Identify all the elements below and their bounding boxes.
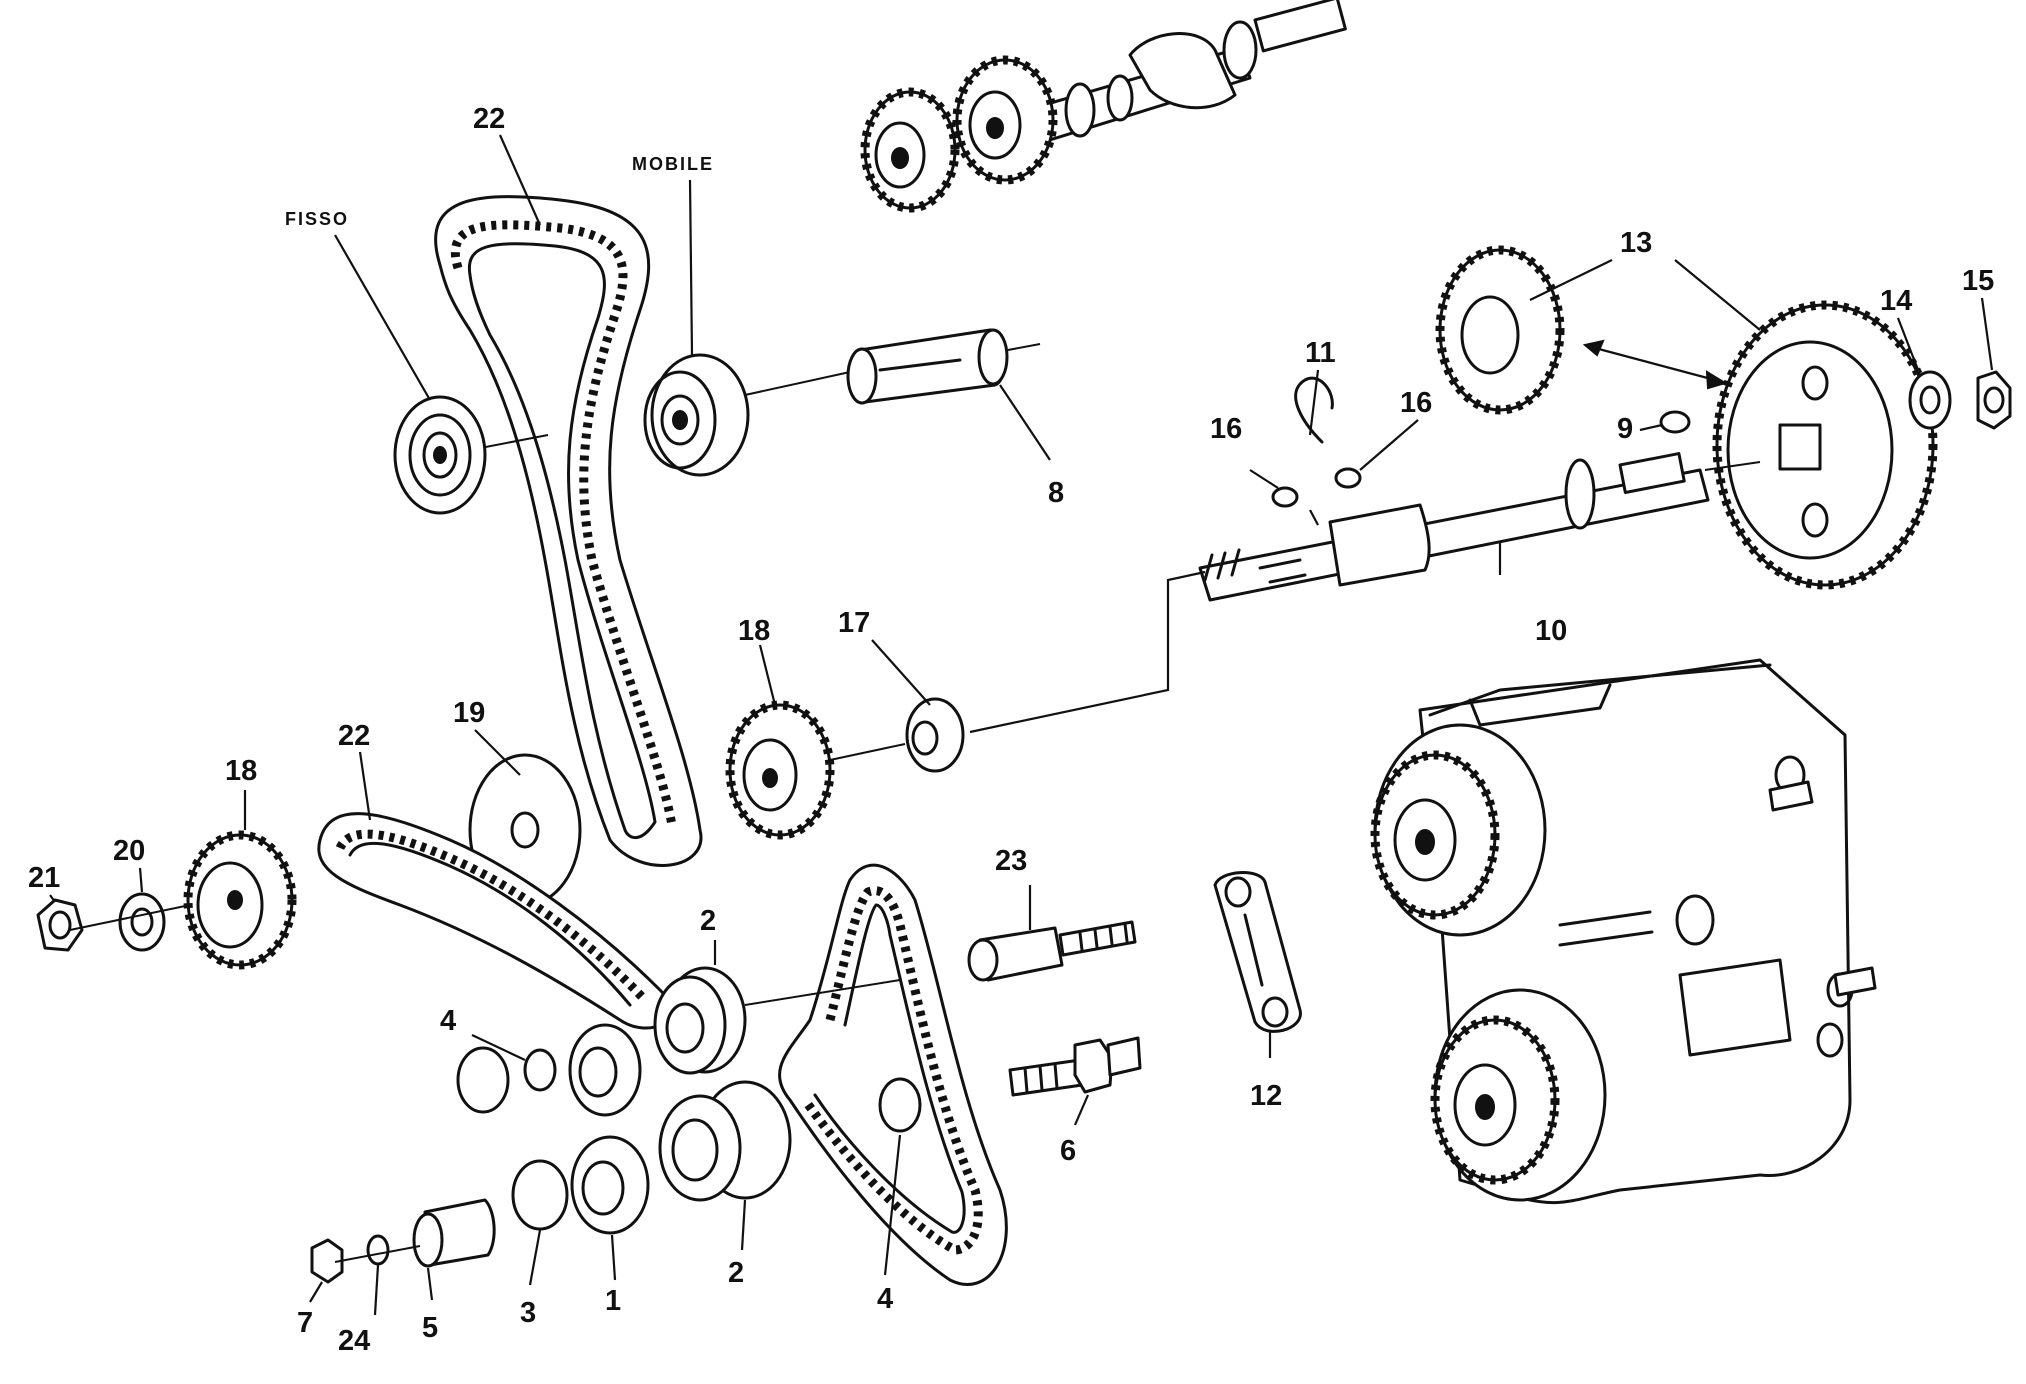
nut-part-7 [310,1238,344,1284]
label-18-left: 18 [225,755,257,787]
label-22-upper: 22 [473,103,505,135]
alignment-line-lower [334,1245,421,1263]
part-labels: FISSO MOBILE 22 8 13 14 15 11 16 16 9 10… [28,103,1994,1357]
label-2-lower: 2 [728,1257,744,1289]
label-23: 23 [995,845,1027,877]
label-16-left: 16 [1210,413,1242,445]
upper-timing-belt [434,195,703,867]
crank-pulley-part-18 [183,830,297,970]
stud-part-23 [967,920,1137,982]
keys-parts-9-16 [1271,410,1691,508]
label-5: 5 [422,1312,438,1344]
label-14: 14 [1880,285,1912,317]
label-19: 19 [453,697,485,729]
washer-part-20 [118,892,166,952]
label-21: 21 [28,862,60,894]
spacer-part-17 [905,697,965,773]
circlips-part-3 [456,1046,569,1231]
label-20: 20 [113,835,145,867]
nut-part-21 [36,898,84,952]
label-9: 9 [1617,413,1633,445]
label-fisso: FISSO [285,209,349,229]
shaft-gear-part-13 [1435,245,1938,590]
label-10: 10 [1535,615,1567,647]
upper-tensioner-part-2 [653,966,901,1075]
movable-idler-pulley [643,353,851,477]
circlip-part-11 [1294,376,1334,444]
lower-tensioner-part-2 [658,1080,792,1202]
label-7: 7 [297,1307,313,1339]
label-4-left: 4 [440,1005,456,1037]
label-18-mid: 18 [738,615,770,647]
fixed-idler-pulley [393,395,549,515]
label-mobile: MOBILE [632,154,714,174]
alignment-line-pulley [829,743,906,761]
intermediate-shaft [1198,452,1761,602]
label-4-right: 4 [877,1283,893,1315]
label-15: 15 [1962,265,1994,297]
shaft-pulley-part-18 [725,700,835,840]
engine-pulley-lower [1430,988,1607,1202]
label-24: 24 [338,1325,370,1357]
label-17: 17 [838,607,870,639]
shaft-part-5 [412,1198,496,1268]
label-11: 11 [1305,337,1336,369]
label-16-right: 16 [1400,387,1432,419]
camshaft-pulley-right [952,55,1058,185]
alignment-line-crank [69,904,191,931]
eccentric-sleeve-part-8 [846,328,1041,405]
alignment-line-shaft [969,570,1206,734]
label-1: 1 [605,1285,621,1317]
label-8: 8 [1048,477,1064,509]
balance-shaft-belt [778,863,1008,1286]
rings-part-4 [523,1048,922,1133]
washer-part-14 [1908,370,1952,430]
bearings-part-1 [568,1023,650,1235]
label-2-upper: 2 [700,905,716,937]
label-3: 3 [520,1297,536,1329]
link-plate-part-12 [1213,871,1302,1033]
stud-part-6 [1008,1036,1142,1097]
washer-part-24 [366,1234,390,1266]
engine-pulley-upper [1370,723,1547,937]
leader-lines [49,134,1994,1316]
label-12: 12 [1250,1080,1282,1112]
nut-part-15 [1976,370,2012,430]
label-6: 6 [1060,1135,1076,1167]
label-22-lower: 22 [338,720,370,752]
label-13: 13 [1620,227,1652,259]
camshaft-pulley-left [860,87,960,213]
